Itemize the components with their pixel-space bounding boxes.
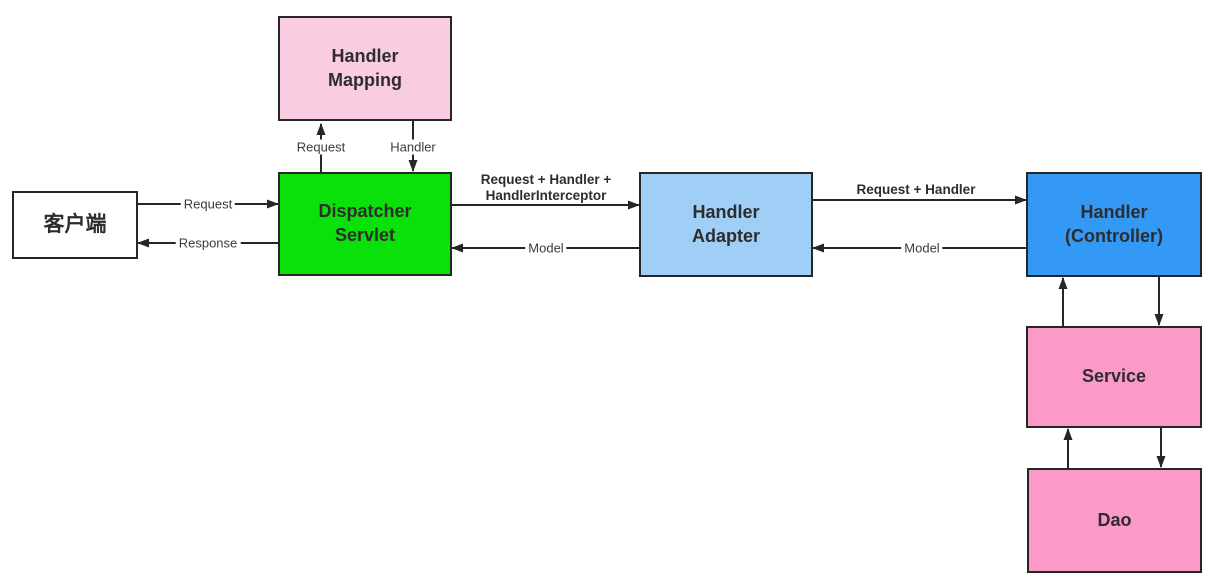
node-dispatcher-servlet-label-line1: Dispatcher [318,201,412,222]
arrow-label-mapping-request: Request [293,139,349,155]
node-dao-label: Dao [1097,509,1132,530]
arrow-label-controller-model: Model [901,240,943,256]
node-handler-adapter: Handler Adapter [639,172,813,277]
arrow-label-adapter-model: Model [525,240,567,256]
node-handler-controller-label-line2: (Controller) [1065,225,1163,246]
node-handler-adapter-label-line1: Handler [692,201,760,222]
arrow-label-client-request: Request [180,196,236,212]
node-handler-mapping-label-line2: Mapping [328,69,402,90]
node-client-label: 客户端 [43,213,107,237]
node-dispatcher-servlet-label-line2: Servlet [334,225,396,245]
node-client: 客户端 [12,191,138,259]
node-handler-mapping-label-line1: Handler [331,45,399,66]
node-handler-controller-label-line1: Handler [1080,201,1148,222]
node-handler-controller: Handler (Controller) [1026,172,1202,277]
arrow-label-request-handler: Request + Handler [856,182,976,197]
node-dispatcher-servlet: Dispatcher Servlet [278,172,452,276]
node-handler-adapter-label-line2: Adapter [691,225,760,246]
arrow-label-mapping-handler: Handler [387,139,439,155]
node-dao: Dao [1027,468,1202,573]
node-handler-mapping: Handler Mapping [278,16,452,121]
arrow-label-request-handler-interceptor: Request + Handler + HandlerInterceptor [478,172,615,204]
arrow-label-request-handler-interceptor-line2: HandlerInterceptor [485,188,607,203]
arrow-label-client-response: Response [175,235,241,251]
node-service: Service [1026,326,1202,428]
node-service-label: Service [1081,366,1147,387]
arrow-label-request-handler-interceptor-line1: Request + Handler + [480,172,612,187]
